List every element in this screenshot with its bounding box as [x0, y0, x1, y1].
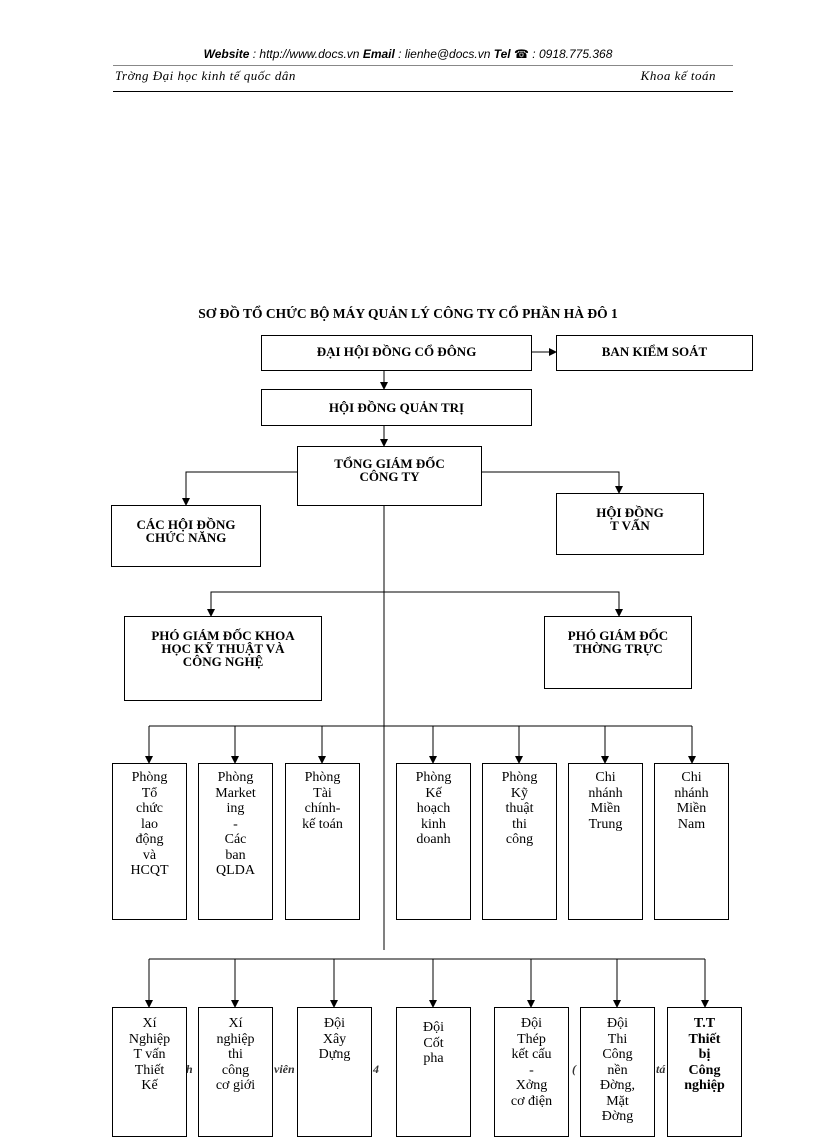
- tel-value: : 0918.775.368: [532, 47, 613, 61]
- unit-label-5: Đội Thép kết cấu - Xởng cơ điện: [510, 1016, 553, 1109]
- footer-fragment-1: h: [186, 1062, 193, 1076]
- box-shareholders: ĐẠI HỘI ĐỒNG CỔ ĐÔNG: [261, 335, 532, 371]
- website-line: Website : http://www.docs.vn Email : lie…: [0, 47, 816, 61]
- tel-label: Tel: [493, 47, 511, 61]
- dept-box-6: Chi nhánh Miền Trung: [568, 763, 643, 920]
- footer-fragment-3: 4: [373, 1062, 379, 1076]
- box-deputy-tech: PHÓ GIÁM ĐỐC KHOA HỌC KỸ THUẬT VÀ CÔNG N…: [124, 616, 322, 701]
- box-advisory-council: HỘI ĐỒNG T VẤN: [556, 493, 704, 555]
- unit-label-3: Đội Xây Dựng: [318, 1016, 351, 1062]
- box-deputy-standing: PHÓ GIÁM ĐỐC THỜNG TRỰC: [544, 616, 692, 689]
- dept-label-7: Chi nhánh Miền Nam: [674, 770, 709, 832]
- unit-box-6: Đội Thi Công nền Đờng, Mặt Đờng: [580, 1007, 655, 1137]
- dept-label-6: Chi nhánh Miền Trung: [588, 770, 623, 832]
- box-supervisory: BAN KIỂM SOÁT: [556, 335, 753, 371]
- shareholders-label: ĐẠI HỘI ĐỒNG CỔ ĐÔNG: [316, 344, 477, 359]
- header-divider-top: [113, 65, 733, 66]
- dept-box-7: Chi nhánh Miền Nam: [654, 763, 729, 920]
- unit-box-1: Xí Nghiệp T vấn Thiết Kế: [112, 1007, 187, 1137]
- dept-box-3: Phòng Tài chính- kế toán: [285, 763, 360, 920]
- functional-councils-label: CÁC HỘI ĐỒNG CHỨC NĂNG: [136, 517, 236, 545]
- diagram-title: SƠ ĐỒ TỔ CHỨC BỘ MÁY QUẢN LÝ CÔNG TY CỔ …: [198, 306, 618, 321]
- department-name: Khoa kế toán: [640, 68, 716, 83]
- dept-label-4: Phòng Kế hoạch kinh doanh: [415, 770, 452, 847]
- deputy-tech-label: PHÓ GIÁM ĐỐC KHOA HỌC KỸ THUẬT VÀ CÔNG N…: [151, 628, 295, 669]
- dept-box-1: Phòng Tổ chức lao động và HCQT: [112, 763, 187, 920]
- header-divider-bottom: [113, 91, 733, 92]
- dept-box-2: Phòng Market ing - Các ban QLDA: [198, 763, 273, 920]
- dept-label-1: Phòng Tổ chức lao động và HCQT: [130, 770, 169, 878]
- box-ceo: TỔNG GIÁM ĐỐC CÔNG TY: [297, 446, 482, 506]
- website-value[interactable]: : http://www.docs.vn: [252, 47, 360, 61]
- dept-label-2: Phòng Market ing - Các ban QLDA: [215, 770, 256, 878]
- dept-box-4: Phòng Kế hoạch kinh doanh: [396, 763, 471, 920]
- unit-box-2: Xí nghiệp thi công cơ giới: [198, 1007, 273, 1137]
- box-functional-councils: CÁC HỘI ĐỒNG CHỨC NĂNG: [111, 505, 261, 567]
- deputy-branch: [210, 591, 620, 612]
- dept-label-3: Phòng Tài chính- kế toán: [302, 770, 343, 832]
- board-label: HỘI ĐỒNG QUẢN TRỊ: [328, 400, 465, 415]
- ceo-label: TỔNG GIÁM ĐỐC CÔNG TY: [334, 456, 445, 484]
- email-value[interactable]: : lienhe@docs.vn: [398, 47, 491, 61]
- arrow-ceo-to-advisory: [482, 471, 623, 494]
- unit-box-4: Đội Cốt pha: [396, 1007, 471, 1137]
- dept-label-5: Phòng Kỹ thuật thi công: [501, 770, 538, 847]
- unit-box-7: T.T Thiết bị Công nghiệp: [667, 1007, 742, 1137]
- email-label: Email: [362, 47, 395, 61]
- supervisory-label: BAN KIỂM SOÁT: [601, 344, 708, 359]
- unit-box-5: Đội Thép kết cấu - Xởng cơ điện: [494, 1007, 569, 1137]
- dept-box-5: Phòng Kỹ thuật thi công: [482, 763, 557, 920]
- footer-fragment-5: tá: [656, 1062, 666, 1076]
- unit-label-4: Đội Cốt pha: [423, 1020, 444, 1066]
- footer-fragment-4: (: [572, 1062, 576, 1076]
- school-name: Trờng Đại học kinh tế quốc dân: [115, 68, 296, 83]
- box-board: HỘI ĐỒNG QUẢN TRỊ: [261, 389, 532, 426]
- unit-label-2: Xí nghiệp thi công cơ giới: [215, 1016, 256, 1093]
- unit-label-1: Xí Nghiệp T vấn Thiết Kế: [128, 1016, 171, 1093]
- unit-label-7: T.T Thiết bị Công nghiệp: [684, 1016, 725, 1093]
- footer-fragment-2: viên: [274, 1062, 295, 1076]
- deputy-standing-label: PHÓ GIÁM ĐỐC THỜNG TRỰC: [567, 628, 669, 656]
- phone-icon: ☎: [514, 47, 529, 61]
- unit-box-3: Đội Xây Dựng: [297, 1007, 372, 1137]
- website-label: Website: [203, 47, 250, 61]
- advisory-council-label: HỘI ĐỒNG T VẤN: [596, 505, 664, 533]
- unit-label-6: Đội Thi Công nền Đờng, Mặt Đờng: [599, 1016, 635, 1124]
- arrow-ceo-to-functional: [182, 471, 297, 506]
